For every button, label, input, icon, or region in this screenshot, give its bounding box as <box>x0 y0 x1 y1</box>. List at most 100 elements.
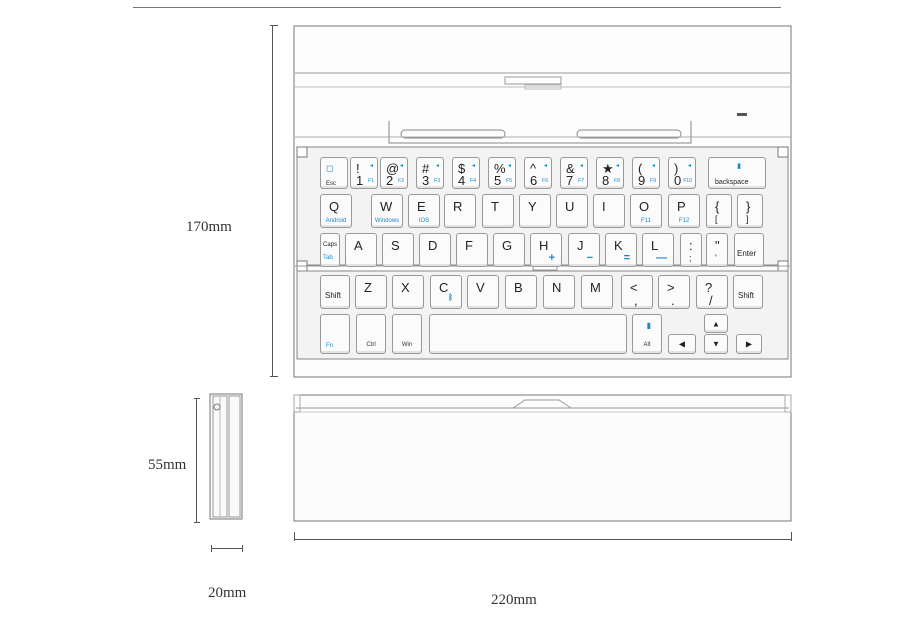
key-row2-11[interactable]: }] <box>737 194 763 228</box>
arrow-down-icon: ▼ <box>712 339 720 349</box>
key-fn: F5 <box>506 178 512 184</box>
key-label: M <box>590 280 601 295</box>
key-arrow-right[interactable]: ▶ <box>736 334 762 354</box>
key-row2-10[interactable]: {[ <box>706 194 732 228</box>
key-row4-10[interactable]: ?/ <box>696 275 728 309</box>
depth-dimension-label: 55mm <box>148 457 187 473</box>
key-row3-1[interactable]: A <box>345 233 377 267</box>
key-label: & <box>566 161 575 176</box>
key-row4-5[interactable]: B <box>505 275 537 309</box>
key-space[interactable] <box>429 314 627 354</box>
key-row1-5[interactable]: %5 F5 ◂ <box>488 157 516 189</box>
key-fn: F4 <box>470 178 476 184</box>
key-row3-11[interactable]: "' <box>706 233 728 267</box>
key-row3-3[interactable]: D <box>419 233 451 267</box>
folded-front-view <box>293 394 792 522</box>
key-blue: F11 <box>641 218 651 224</box>
key-win[interactable]: Win <box>392 314 422 354</box>
key-row3-10[interactable]: :; <box>680 233 702 267</box>
key-row4-9[interactable]: >. <box>658 275 690 309</box>
key-label: B <box>514 280 523 295</box>
folded-front-drawing <box>293 394 792 522</box>
key-sub: ' <box>715 253 717 263</box>
key-sub: 9 <box>638 173 646 188</box>
key-label: % <box>494 161 506 176</box>
key-sub: 2 <box>386 173 394 188</box>
key-fn[interactable]: Fn <box>320 314 350 354</box>
key-label: # <box>422 161 430 176</box>
media-icon: ◂ <box>615 163 619 169</box>
key-alt-label: Alt <box>643 342 651 348</box>
key-row4-8[interactable]: <, <box>621 275 653 309</box>
key-sub: 8 <box>602 173 610 188</box>
key-blue: = <box>623 252 630 264</box>
key-sub: 7 <box>566 173 574 188</box>
key-label: ( <box>638 161 643 176</box>
key-row2-8[interactable]: O F11 <box>630 194 662 228</box>
key-row4-6[interactable]: N <box>543 275 575 309</box>
key-arrow-up[interactable]: ▲ <box>704 314 728 333</box>
key-sub: 5 <box>494 173 502 188</box>
key-row1-11[interactable]: backspace▮ <box>708 157 766 189</box>
key-label: O <box>639 199 650 214</box>
key-row1-0[interactable]: ◻Esc <box>320 157 348 189</box>
key-row3-4[interactable]: F <box>456 233 488 267</box>
key-row4-2[interactable]: X <box>392 275 424 309</box>
thickness-dimension-tick-right <box>242 545 243 552</box>
key-row2-6[interactable]: U <box>556 194 588 228</box>
key-row3-2[interactable]: S <box>382 233 414 267</box>
side-view-folded <box>209 393 243 520</box>
key-row3-8[interactable]: K= <box>605 233 637 267</box>
media-icon: ◂ <box>507 163 511 169</box>
key-row3-6[interactable]: H+ <box>530 233 562 267</box>
key-row4-0[interactable]: Shift <box>320 275 350 309</box>
key-blue: Tab <box>323 255 333 261</box>
key-label: I <box>602 199 606 214</box>
key-row2-3[interactable]: R <box>444 194 476 228</box>
bluetooth-icon: ᛒ <box>448 293 453 302</box>
key-row4-1[interactable]: Z <box>355 275 387 309</box>
key-row2-7[interactable]: I <box>593 194 625 228</box>
key-row4-11[interactable]: Shift <box>733 275 763 309</box>
key-ctrl[interactable]: Ctrl <box>356 314 386 354</box>
width-dimension-tick-right <box>791 532 792 541</box>
key-arrow-down[interactable]: ▼ <box>704 334 728 354</box>
key-row2-5[interactable]: Y <box>519 194 551 228</box>
key-fn: F10 <box>683 178 692 184</box>
key-row3-7[interactable]: J− <box>568 233 600 267</box>
key-row3-12[interactable]: Enter <box>734 233 764 267</box>
key-row3-5[interactable]: G <box>493 233 525 267</box>
key-row4-7[interactable]: M <box>581 275 613 309</box>
key-row2-4[interactable]: T <box>482 194 514 228</box>
key-label: P <box>677 199 686 214</box>
depth-dimension-tick-bottom <box>194 522 200 523</box>
depth-dimension-line <box>196 398 197 523</box>
key-alt[interactable]: ▮ Alt <box>632 314 662 354</box>
key-arrow-left[interactable]: ◀ <box>668 334 696 354</box>
width-dimension-label: 220mm <box>491 592 537 608</box>
key-sub: 6 <box>530 173 538 188</box>
key-sub: 3 <box>422 173 430 188</box>
key-label: T <box>491 199 499 214</box>
key-row3-9[interactable]: L— <box>642 233 674 267</box>
key-row4-4[interactable]: V <box>467 275 499 309</box>
key-blue: — <box>656 252 667 264</box>
key-label: Enter <box>737 249 757 258</box>
arrow-up-icon: ▲ <box>712 319 720 328</box>
key-sub: ; <box>689 253 692 263</box>
